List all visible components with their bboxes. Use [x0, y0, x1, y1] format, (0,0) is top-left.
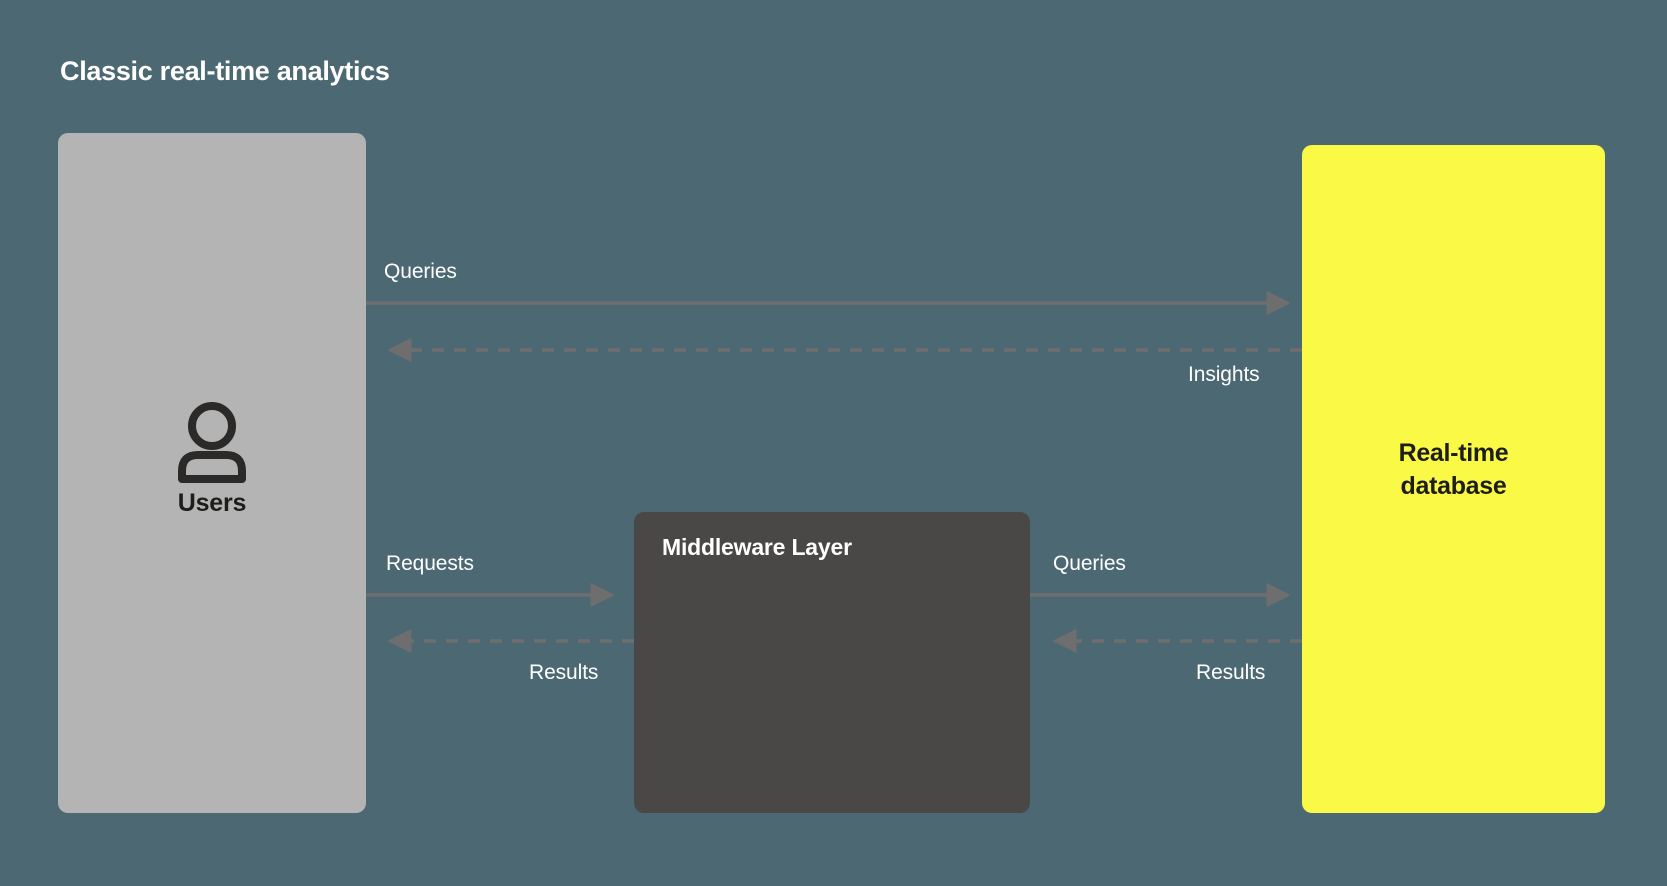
users-node-content: Users [58, 401, 366, 518]
database-label-line1: Real-time [1398, 439, 1509, 467]
edge-label-queries-middleware-to-db: Queries [1053, 552, 1126, 575]
edge-label-requests: Requests [386, 552, 474, 575]
node-middleware[interactable]: Middleware Layer [634, 512, 1030, 813]
users-node-label: Users [177, 489, 247, 517]
database-node-label: Real-time database [1302, 437, 1605, 503]
middleware-node-label: Middleware Layer [662, 534, 852, 560]
edge-label-results-db-to-middleware: Results [1196, 661, 1266, 684]
database-label-line2: database [1400, 472, 1507, 500]
user-icon [178, 402, 246, 483]
node-users[interactable]: Users [58, 133, 366, 813]
page-title: Classic real-time analytics [60, 56, 390, 86]
edge-label-results-middleware-to-users: Results [529, 661, 599, 684]
node-database[interactable]: Real-time database [1302, 145, 1605, 813]
edge-label-queries-users-to-db: Queries [384, 260, 457, 283]
edge-label-insights: Insights [1188, 363, 1260, 386]
